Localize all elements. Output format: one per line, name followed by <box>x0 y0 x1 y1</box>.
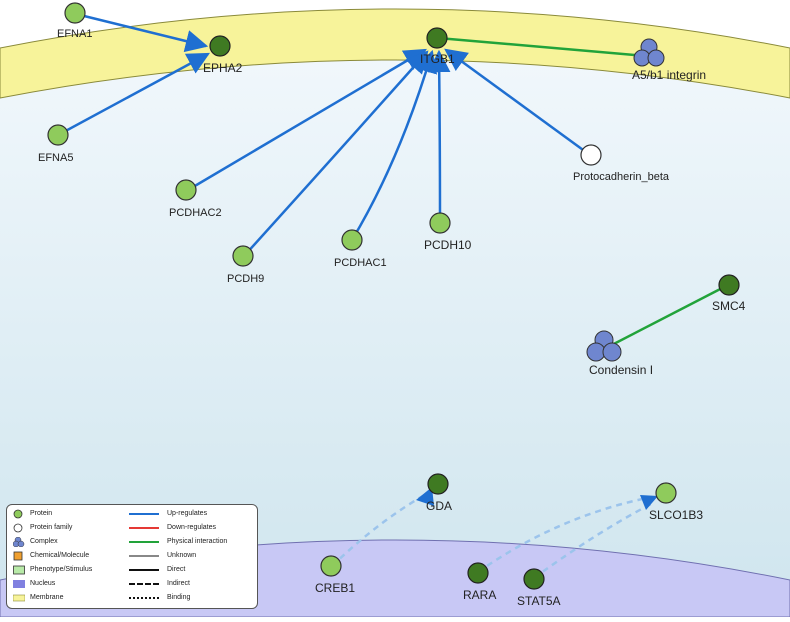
node-pcdhac1[interactable]: PCDHAC1 <box>334 229 387 269</box>
label-a5b1: A5/b1 integrin <box>632 68 706 82</box>
edge-pcdhac2-itgb1 <box>187 48 427 192</box>
label-smc4: SMC4 <box>712 299 746 313</box>
node-pcdh9[interactable]: PCDH9 <box>227 245 264 285</box>
edge-rara-slco1b3 <box>477 495 653 574</box>
node-slco1b3[interactable]: SLCO1B3 <box>649 482 703 522</box>
legend-label: Phenotype/Stimulus <box>30 566 93 573</box>
label-pcdhac2: PCDHAC2 <box>169 207 222 219</box>
phenotype-rect-icon <box>13 565 25 575</box>
label-pcdhac1: PCDHAC1 <box>334 257 387 269</box>
label-gda: GDA <box>426 499 452 513</box>
downregulates-line-icon <box>129 527 159 529</box>
protein-circle-pcdhac1 <box>341 229 363 251</box>
protein-circle-pcdh9 <box>232 245 254 267</box>
legend-label: Chemical/Molecule <box>30 552 90 559</box>
edge-itgb1-a5b1 <box>437 36 647 58</box>
legend-label: Physical interaction <box>167 538 228 545</box>
edge-creb1-gda <box>331 491 429 567</box>
legend-label: Nucleus <box>30 580 56 587</box>
nucleus-rect-icon <box>13 579 25 589</box>
node-gda[interactable]: GDA <box>426 473 452 513</box>
label-efna1: EFNA1 <box>57 28 92 40</box>
arrowhead-slco1b3 <box>640 495 658 510</box>
edge-pcdhac1-itgb1 <box>350 49 438 241</box>
label-efna5: EFNA5 <box>38 152 73 164</box>
membrane-band-icon <box>12 593 26 603</box>
label-itgb1: ITGB1 <box>420 52 455 66</box>
protein-circle-efna1 <box>64 2 86 24</box>
protein-family-circle <box>580 144 602 166</box>
protein-circle-pcdh10 <box>429 212 451 234</box>
label-pcdh9: PCDH9 <box>227 273 264 285</box>
binding-line-icon <box>129 597 159 599</box>
node-creb1[interactable]: CREB1 <box>315 555 355 595</box>
edge-efna1-epha2 <box>75 12 209 53</box>
protein-family-circle-icon <box>13 523 25 533</box>
complex-trefoil-icon <box>12 536 25 548</box>
node-smc4[interactable]: SMC4 <box>712 274 746 313</box>
node-efna5[interactable]: EFNA5 <box>38 124 73 164</box>
edge-smc4-condensin <box>605 283 729 350</box>
complex-icon <box>586 330 622 362</box>
legend-label: Membrane <box>30 594 64 601</box>
label-rara: RARA <box>463 588 496 602</box>
protein-circle-gda <box>427 473 449 495</box>
protein-circle-creb1 <box>320 555 342 577</box>
complex-icon <box>633 38 665 67</box>
edge-protocadherin-itgb1 <box>444 48 591 157</box>
label-pcdh10: PCDH10 <box>424 238 472 252</box>
protein-circle-epha2 <box>209 35 231 57</box>
label-stat5a: STAT5A <box>517 594 561 608</box>
legend: Protein Protein family Complex Chemical/… <box>6 504 258 609</box>
protein-circle-stat5a <box>523 568 545 590</box>
legend-label: Protein <box>30 510 53 517</box>
arrowhead-gda <box>416 487 434 506</box>
legend-label: Complex <box>30 538 58 545</box>
protein-circle-smc4 <box>718 274 740 296</box>
label-condensin: Condensin I <box>589 363 653 377</box>
label-protocadherin-beta: Protocadherin_beta <box>573 171 670 183</box>
node-epha2[interactable]: EPHA2 <box>203 35 243 75</box>
node-protocadherin-beta[interactable]: Protocadherin_beta <box>573 144 670 183</box>
protein-circle-icon <box>13 509 25 519</box>
legend-label: Indirect <box>167 580 190 587</box>
node-efna1[interactable]: EFNA1 <box>57 2 92 40</box>
direct-line-icon <box>129 569 159 571</box>
protein-circle-efna5 <box>47 124 69 146</box>
label-creb1: CREB1 <box>315 581 355 595</box>
node-pcdhac2[interactable]: PCDHAC2 <box>169 179 222 219</box>
legend-label: Protein family <box>30 524 73 531</box>
protein-circle-itgb1 <box>426 27 448 49</box>
protein-circle-slco1b3 <box>655 482 677 504</box>
node-itgb1[interactable]: ITGB1 <box>420 27 455 66</box>
edge-efna5-epha2 <box>59 52 210 136</box>
physical-line-icon <box>129 541 159 543</box>
edges-upregulates <box>59 12 591 257</box>
node-rara[interactable]: RARA <box>463 562 496 602</box>
chemical-square-icon <box>13 551 25 561</box>
edges-indirect <box>331 487 658 580</box>
upregulates-line-icon <box>129 513 159 515</box>
edge-pcdh9-itgb1 <box>243 50 429 257</box>
node-stat5a[interactable]: STAT5A <box>517 568 561 608</box>
unknown-line-icon <box>129 555 159 557</box>
node-condensin-i[interactable]: Condensin I <box>586 330 653 377</box>
indirect-line-icon <box>129 583 159 585</box>
edges-physical <box>437 36 729 350</box>
legend-label: Binding <box>167 594 191 601</box>
node-a5b1-integrin[interactable]: A5/b1 integrin <box>632 38 706 82</box>
extracellular-region <box>0 0 790 48</box>
legend-label: Unknown <box>167 552 197 559</box>
protein-circle-pcdhac2 <box>175 179 197 201</box>
legend-label: Down-regulates <box>167 524 217 531</box>
label-slco1b3: SLCO1B3 <box>649 508 703 522</box>
legend-label: Up-regulates <box>167 510 208 517</box>
legend-label: Direct <box>167 566 186 573</box>
label-epha2: EPHA2 <box>203 61 243 75</box>
edge-pcdh10-itgb1 <box>427 49 451 223</box>
node-pcdh10[interactable]: PCDH10 <box>424 212 472 252</box>
protein-circle-rara <box>467 562 489 584</box>
